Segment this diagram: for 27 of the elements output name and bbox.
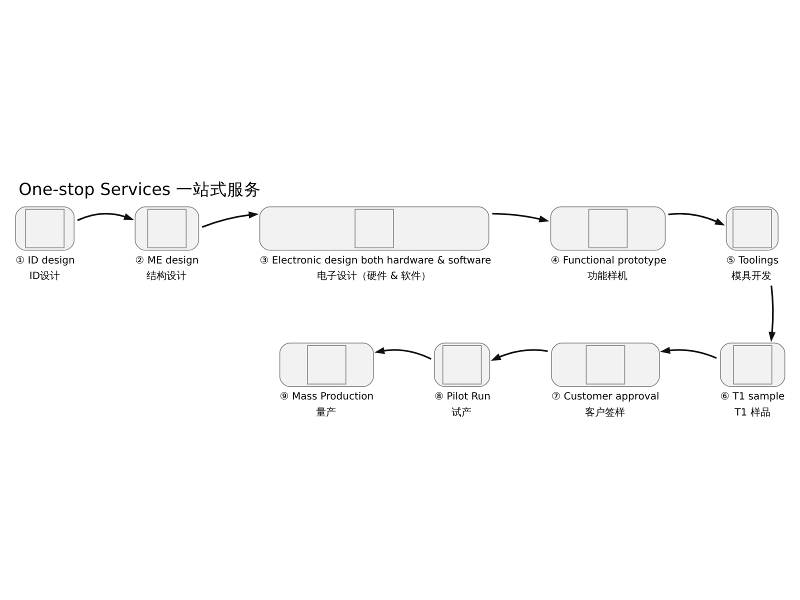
- node-label: ③ Electronic design both hardware & software: [260, 255, 492, 266]
- node-label: ⑤ Toolings: [726, 255, 779, 266]
- node-label: ⑥ T1 sample: [720, 392, 785, 403]
- node-label: ④ Functional prototype: [550, 255, 666, 266]
- arrow: [768, 286, 776, 342]
- node-label: ⑦ Customer approval: [552, 392, 660, 403]
- arrow: [492, 212, 550, 222]
- node-label: T1 样品: [734, 407, 770, 418]
- node-label: 功能样机: [588, 271, 628, 282]
- node-label: 量产: [316, 407, 336, 418]
- node-label: 客户签样: [584, 407, 625, 418]
- diagram-title: One-stop Services 一站式服务: [18, 179, 261, 200]
- node-label: 电子设计（硬件 & 软件）: [317, 271, 432, 282]
- node-label: 结构设计: [146, 271, 186, 282]
- arrow: [660, 346, 717, 359]
- arrow: [490, 349, 548, 361]
- node-label: ② ME design: [135, 255, 199, 266]
- arrow: [668, 212, 725, 226]
- node-label: ⑨ Mass Production: [280, 392, 374, 403]
- node-label: 模具开发: [732, 271, 772, 282]
- arrow: [77, 212, 134, 222]
- arrow: [202, 212, 259, 228]
- node-label: 试产: [452, 407, 472, 418]
- node-label: ID设计: [29, 271, 60, 282]
- node-label: ⑧ Pilot Run: [434, 392, 490, 403]
- node-label: ① ID design: [16, 255, 75, 266]
- arrow: [374, 347, 432, 360]
